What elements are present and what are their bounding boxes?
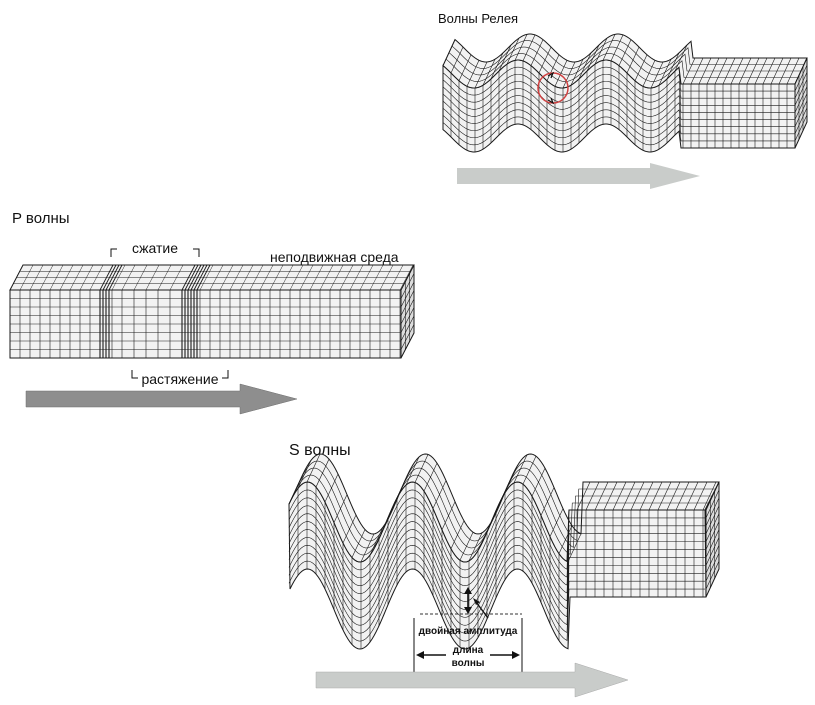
compression-bracket-left — [110, 248, 117, 257]
rarefaction-label: растяжение — [141, 371, 218, 387]
wavelength-arrowhead-left — [416, 651, 424, 659]
double-amplitude-label: двойная амплитуда — [419, 626, 518, 637]
s-wave-direction-arrow — [315, 662, 629, 698]
wavelength-label-line1: длина — [453, 645, 484, 656]
rayleigh-wave-block — [442, 33, 808, 153]
p-wave-block — [9, 264, 415, 359]
p-wave-direction-arrow — [25, 383, 298, 415]
rarefaction-bracket-left — [131, 370, 138, 379]
rayleigh-direction-arrow — [457, 163, 700, 189]
s-wave-title: S волны — [289, 442, 351, 459]
compression-label: сжатие — [132, 240, 178, 256]
rarefaction-bracket-right — [222, 370, 229, 379]
p-wave-title: P волны — [12, 210, 70, 227]
rayleigh-title: Волны Релея — [438, 11, 518, 26]
wavelength-label-line2: волны — [452, 658, 485, 669]
amplitude-pointer — [475, 601, 489, 619]
wavelength-arrowhead-right — [512, 651, 520, 659]
orbit-arrow-top — [547, 71, 555, 79]
compression-bracket-right — [193, 248, 200, 257]
amplitude-arrowheads — [464, 587, 472, 614]
rest-medium-label: неподвижная среда — [270, 249, 399, 265]
amplitude-pointer-head — [473, 598, 480, 605]
orbit-arrow-bottom — [547, 97, 555, 105]
s-wave-block — [288, 453, 720, 650]
